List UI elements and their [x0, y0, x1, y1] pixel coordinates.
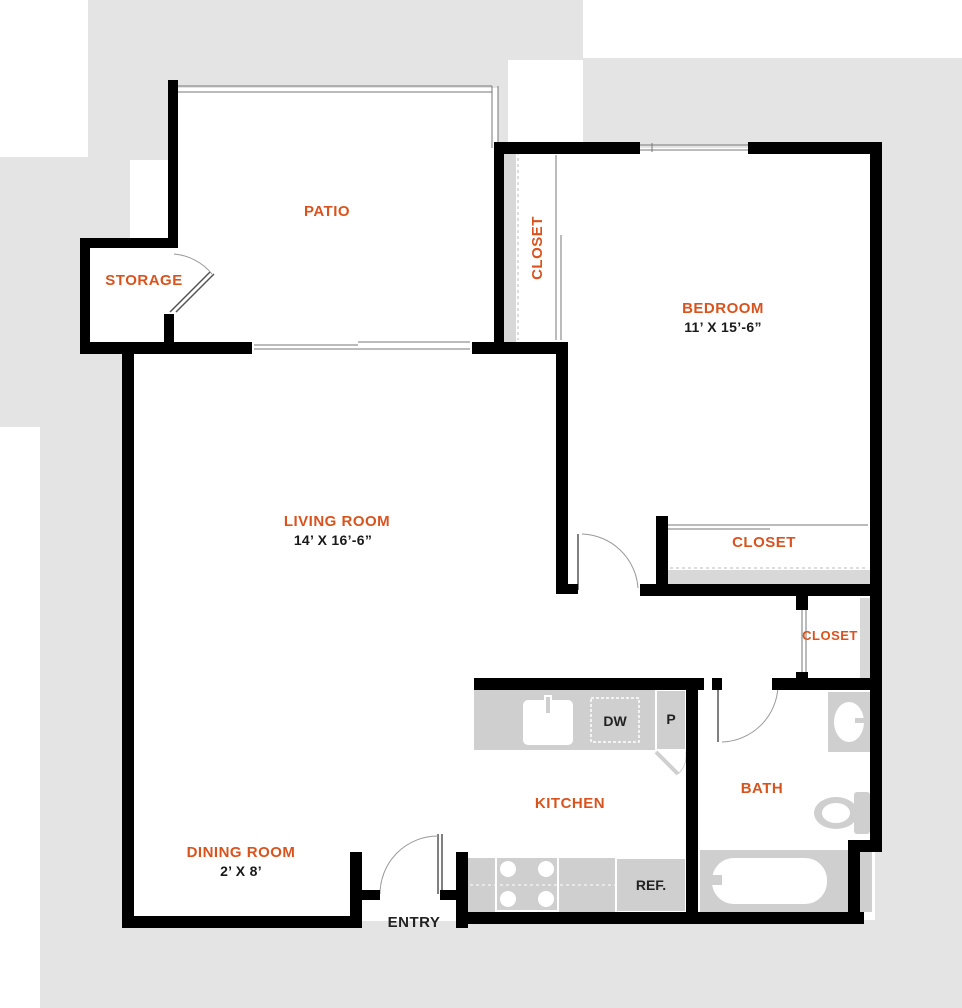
closet-dashed-lines [517, 152, 868, 569]
dining-room-label: DINING ROOM [187, 844, 296, 861]
stove-icon [495, 856, 559, 912]
bedroom-label: BEDROOM [682, 300, 764, 317]
windows [178, 85, 868, 676]
patio-label: PATIO [304, 203, 350, 220]
closet-left-label: CLOSET [529, 216, 546, 280]
kitchen-counters [468, 689, 687, 913]
bedroom-dimensions: 11’ X 15’-6” [684, 319, 762, 335]
dining-room-dimensions: 2’ X 8’ [220, 863, 262, 879]
closet-hall-label: CLOSET [802, 628, 858, 643]
refrigerator-label: REF. [636, 877, 666, 893]
bath-fixtures [700, 692, 872, 912]
sink-icon [523, 700, 573, 745]
dishwasher-box [590, 697, 640, 743]
toilet-icon [814, 792, 870, 834]
closet-bedroom-label: CLOSET [732, 534, 796, 551]
dishwasher-label: DW [603, 713, 627, 729]
storage-label: STORAGE [105, 272, 182, 289]
sink-faucet-icon [544, 695, 552, 715]
walls[interactable] [80, 80, 882, 928]
bath-label: BATH [741, 780, 784, 797]
kitchen-label: KITCHEN [535, 795, 605, 812]
pantry-door-icon [654, 750, 680, 776]
door-swings [169, 253, 779, 895]
closet-shelves [504, 150, 870, 682]
pantry-label: P [666, 711, 675, 727]
living-room-dimensions: 14’ X 16’-6” [294, 532, 372, 548]
refrigerator-box [615, 857, 687, 913]
living-room-label: LIVING ROOM [284, 513, 390, 530]
entry-label[interactable]: ENTRY [388, 914, 441, 931]
